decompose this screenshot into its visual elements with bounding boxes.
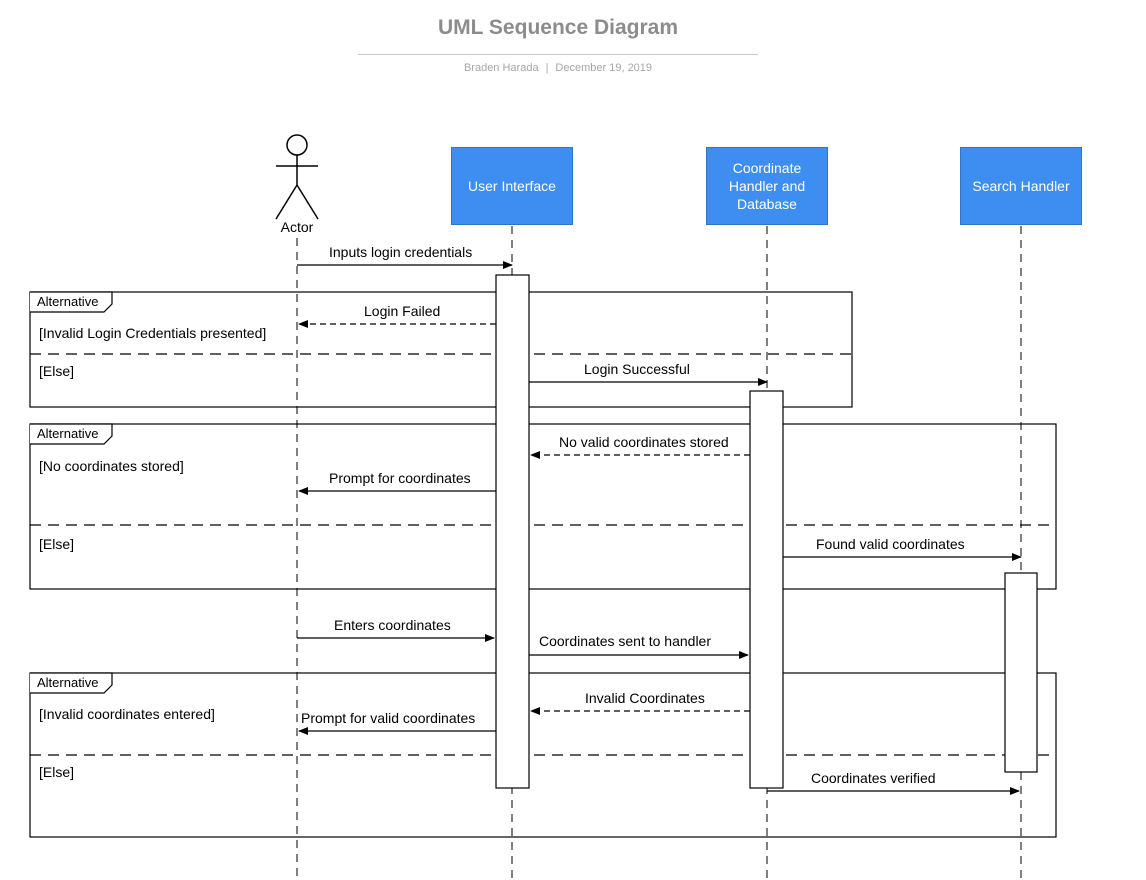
fragment-guard-2: [No coordinates stored] xyxy=(39,458,184,474)
alt-fragment-coordinates-stored xyxy=(29,423,1057,590)
message-label-prompt-for-coordinates: Prompt for coordinates xyxy=(329,470,471,486)
message-label-invalid-coordinates: Invalid Coordinates xyxy=(585,690,705,706)
fragment-else-3: [Else] xyxy=(39,764,75,780)
message-label-found-valid-coordinates: Found valid coordinates xyxy=(816,536,965,552)
message-label-coordinates-verified: Coordinates verified xyxy=(811,770,936,786)
participant-search-handler: Search Handler xyxy=(960,147,1082,225)
participant-user-interface: User Interface xyxy=(451,147,573,225)
message-label-no-valid-coordinates: No valid coordinates stored xyxy=(559,434,729,450)
message-label-coordinates-sent: Coordinates sent to handler xyxy=(539,633,711,649)
fragment-guard-3: [Invalid coordinates entered] xyxy=(39,706,215,722)
fragment-else-1: [Else] xyxy=(39,363,75,379)
message-label-login-failed: Login Failed xyxy=(364,303,441,319)
diagram-subtitle: Braden Harada | December 19, 2019 xyxy=(358,62,758,74)
message-label-inputs-login: Inputs login credentials xyxy=(329,244,473,260)
diagram-title: UML Sequence Diagram xyxy=(437,16,678,39)
title-divider xyxy=(358,54,758,55)
fragment-else-2: [Else] xyxy=(39,536,75,552)
activation-bar-user-interface xyxy=(495,274,530,789)
fragment-guard-1: [Invalid Login Credentials presented] xyxy=(39,325,267,341)
subtitle-separator: | xyxy=(545,62,549,74)
fragment-tag-2: Alternative xyxy=(37,426,99,441)
actor-stick-figure-icon xyxy=(275,134,319,220)
activation-bar-coordinate-handler xyxy=(749,390,784,789)
alt-fragment-coordinates-entered xyxy=(29,672,1057,838)
actor-label: Actor xyxy=(280,219,314,235)
message-label-login-successful: Login Successful xyxy=(584,361,690,377)
activation-bar-search-handler xyxy=(1004,572,1038,773)
fragment-tag-1: Alternative xyxy=(37,294,99,309)
alt-fragment-login xyxy=(29,291,853,408)
participant-coordinate-handler: Coordinate Handler and Database xyxy=(706,147,828,225)
author-name: Braden Harada xyxy=(463,62,539,74)
message-label-enters-coordinates: Enters coordinates xyxy=(334,617,451,633)
message-label-prompt-for-valid: Prompt for valid coordinates xyxy=(301,710,476,726)
diagram-date: December 19, 2019 xyxy=(555,62,653,74)
fragment-tag-3: Alternative xyxy=(37,675,99,690)
